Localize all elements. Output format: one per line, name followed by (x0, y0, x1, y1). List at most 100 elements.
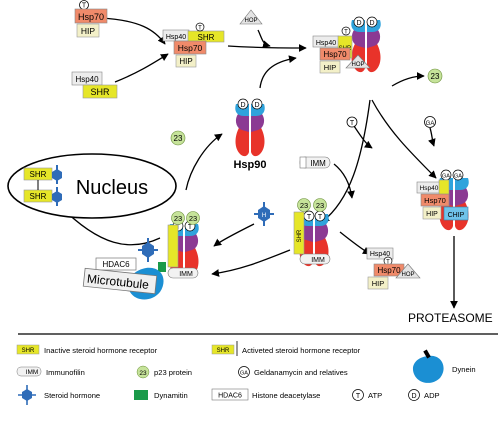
svg-text:ADP: ADP (424, 391, 440, 400)
legend: SHR Inactive steroid hormone receptor SH… (16, 341, 476, 405)
svg-text:23: 23 (174, 134, 183, 143)
svg-text:T: T (307, 214, 312, 221)
svg-text:D: D (254, 102, 259, 109)
svg-text:Histone deacetylase: Histone deacetylase (252, 391, 320, 400)
nucleus-label: Nucleus (76, 177, 148, 199)
svg-text:GA: GA (426, 121, 435, 127)
hsp40-shr-group: Hsp40 SHR (71, 71, 118, 99)
svg-text:Activeted steroid hormone rece: Activeted steroid hormone receptor (242, 346, 361, 355)
microtubule-box (82, 267, 158, 295)
svg-text:T: T (350, 120, 355, 127)
hsp90-free: D D Hsp90 (233, 98, 267, 171)
arrow-hormone-in (213, 223, 255, 247)
svg-text:23: 23 (174, 214, 182, 223)
svg-text:T: T (82, 3, 87, 10)
complex-ga-chip: GA GA Hsp40 Hsp70 HIP CHIP (416, 169, 469, 231)
svg-text:H: H (262, 213, 266, 219)
svg-text:HIP: HIP (372, 279, 385, 288)
complex-dynein-microtubule: T T 23 23 IMM HDAC6 Microtubule (82, 211, 200, 300)
svg-text:T: T (356, 393, 361, 400)
svg-text:HOP: HOP (401, 272, 414, 278)
svg-text:D: D (356, 20, 361, 27)
svg-text:Microtubule: Microtubule (86, 272, 149, 292)
p23-top-right: 23 (427, 68, 443, 84)
arrow-hsp40shr-to-complex (114, 53, 169, 83)
svg-text:SHR: SHR (297, 229, 303, 242)
arrow-complex2-ga (371, 99, 437, 179)
arrow-complex3-to-complex4 (211, 249, 291, 277)
imm-floating: IMM (299, 156, 331, 169)
svg-text:D: D (411, 393, 416, 400)
svg-text:Geldanamycin and relatives: Geldanamycin and relatives (254, 368, 348, 377)
released-chaperones: Hsp40 T Hsp70 HIP HOP (366, 247, 421, 290)
svg-text:HOP: HOP (351, 62, 364, 68)
svg-text:Hsp70: Hsp70 (424, 196, 446, 205)
hdac6-box (95, 257, 137, 271)
svg-text:D: D (369, 20, 374, 27)
svg-text:p23 protein: p23 protein (154, 368, 192, 377)
dynein-legend-icon (412, 355, 444, 383)
svg-text:SHR: SHR (22, 348, 35, 354)
svg-text:T: T (318, 214, 323, 221)
arrow-complex2-down (321, 99, 371, 223)
svg-text:T: T (188, 224, 193, 231)
svg-text:23: 23 (139, 370, 147, 377)
svg-text:GA: GA (454, 174, 462, 180)
svg-text:T: T (176, 224, 181, 231)
svg-text:Hsp70: Hsp70 (323, 50, 347, 59)
svg-text:IMM: IMM (26, 369, 39, 376)
hsp90-label: Hsp90 (233, 159, 266, 171)
svg-text:Inactive steroid hormone recep: Inactive steroid hormone receptor (44, 346, 158, 355)
svg-text:SHR: SHR (30, 192, 47, 201)
arrow-complex2-p23 (391, 72, 425, 87)
hip-box (76, 23, 100, 38)
svg-text:ATP: ATP (368, 391, 382, 400)
svg-text:IMM: IMM (179, 271, 193, 278)
svg-text:CHIP: CHIP (448, 212, 465, 219)
arrow-hsp90-to-complex (259, 55, 297, 89)
svg-text:GA: GA (442, 174, 450, 180)
pathway-arrows (59, 17, 458, 309)
steroid-hormone-floating: H (254, 202, 274, 226)
svg-text:HDAC6: HDAC6 (218, 393, 242, 400)
svg-text:HIP: HIP (179, 57, 192, 66)
svg-text:T: T (386, 260, 390, 266)
svg-text:HIP: HIP (81, 26, 96, 36)
p23-middle-left: 23 (170, 130, 186, 146)
arrow-to-hsp90-recycle (185, 133, 223, 191)
arrow-ga-in (428, 127, 436, 147)
svg-text:Hsp70: Hsp70 (78, 12, 104, 22)
svg-text:23: 23 (300, 201, 308, 210)
svg-text:Hsp70: Hsp70 (178, 43, 203, 53)
hop-triangle: HOP (239, 9, 263, 25)
svg-text:IMM: IMM (311, 257, 325, 264)
arrow-complex1-to-complex2 (227, 44, 307, 52)
hsp70-box (74, 8, 108, 24)
arrow-hsp70-to-complex (99, 17, 166, 45)
svg-text:23: 23 (431, 72, 440, 81)
arrow-atp-in (353, 125, 373, 149)
hsp70-hip-group: T Hsp70 HIP (74, 0, 108, 38)
ga-floating: GA (424, 116, 436, 128)
svg-text:T: T (198, 26, 202, 32)
svg-text:HDAC6: HDAC6 (102, 260, 130, 269)
inactive-shr-box (82, 84, 118, 99)
svg-text:Hsp40: Hsp40 (166, 34, 186, 41)
svg-text:Hsp40: Hsp40 (316, 40, 336, 47)
svg-text:SHR: SHR (90, 87, 110, 97)
svg-text:HIP: HIP (426, 211, 438, 218)
svg-text:D: D (240, 102, 245, 109)
svg-text:SHR: SHR (198, 33, 215, 42)
svg-text:T: T (344, 30, 348, 36)
svg-text:Hsp40: Hsp40 (420, 185, 439, 192)
svg-text:Dynein: Dynein (452, 365, 476, 374)
svg-text:23: 23 (189, 214, 197, 223)
complex-hsp90-p23-imm: T T 23 23 SHR IMM (293, 198, 331, 267)
arrow-release (339, 231, 371, 255)
svg-text:Dynamitin: Dynamitin (154, 391, 188, 400)
svg-text:IMM: IMM (310, 159, 326, 168)
svg-text:SHR: SHR (30, 170, 47, 179)
complex-with-hsp90-hop: D D Hsp40 SHR T Hsp70 HIP HOP (312, 16, 381, 74)
svg-text:Hsp70: Hsp70 (377, 266, 401, 275)
